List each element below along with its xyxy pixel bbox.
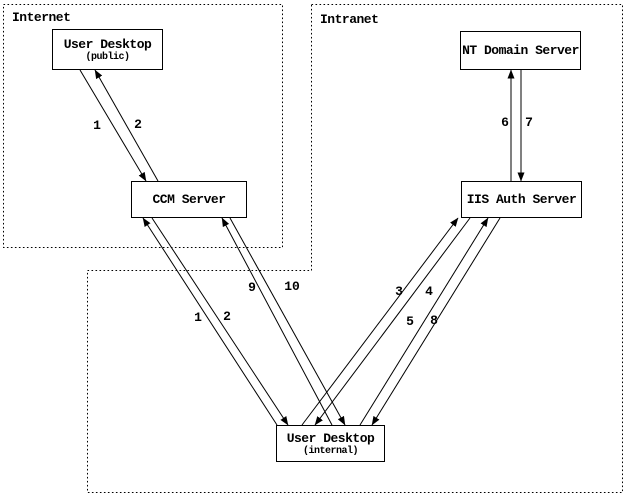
flow-label-1-top: 1	[93, 118, 101, 133]
flow-label-5: 5	[406, 314, 414, 329]
internet-zone-border	[3, 4, 283, 248]
internet-zone-label: Internet	[12, 10, 71, 25]
node-nt-domain-server: NT Domain Server	[460, 31, 581, 70]
flow-line-1-internal-to-ccm	[142, 217, 278, 426]
flow-label-1-bottom: 1	[194, 310, 202, 325]
flow-label-2-bottom: 2	[223, 309, 231, 324]
node-ccm-server: CCM Server	[131, 181, 247, 218]
node-user-desktop-internal: User Desktop (internal)	[276, 425, 385, 462]
flow-line-2-ccm-to-public	[94, 69, 159, 182]
flow-label-3: 3	[395, 284, 403, 299]
flow-label-8: 8	[430, 313, 438, 328]
flow-label-7: 7	[525, 115, 533, 130]
node-title: User Desktop	[63, 36, 152, 52]
node-iis-auth-server: IIS Auth Server	[461, 181, 582, 218]
flow-label-4: 4	[425, 284, 433, 299]
flow-line-4-iis-to-internal	[314, 217, 471, 426]
flow-line-8-iis-to-internal	[371, 217, 501, 426]
flow-line-9-internal-to-ccm	[221, 217, 333, 426]
intranet-zone-label: Intranet	[320, 12, 379, 27]
flow-line-10-ccm-to-internal	[229, 217, 346, 426]
node-title: User Desktop	[286, 430, 375, 446]
node-subtitle: (internal)	[302, 445, 359, 457]
node-user-desktop-public: User Desktop (public)	[52, 29, 163, 70]
node-subtitle: (public)	[85, 51, 130, 63]
flow-line-2-ccm-to-internal	[151, 217, 289, 426]
intranet-zone-border	[87, 4, 623, 493]
node-title: IIS Auth Server	[466, 192, 577, 207]
flow-label-10: 10	[284, 279, 300, 294]
flow-line-1-public-to-ccm	[79, 69, 147, 182]
flow-label-6: 6	[501, 115, 509, 130]
flow-line-5-internal-to-iis	[359, 217, 489, 426]
flow-label-2-top: 2	[134, 117, 142, 132]
node-title: NT Domain Server	[462, 43, 579, 58]
node-title: CCM Server	[152, 192, 226, 207]
flow-label-9: 9	[248, 280, 256, 295]
flow-line-3-internal-to-iis	[301, 217, 459, 426]
